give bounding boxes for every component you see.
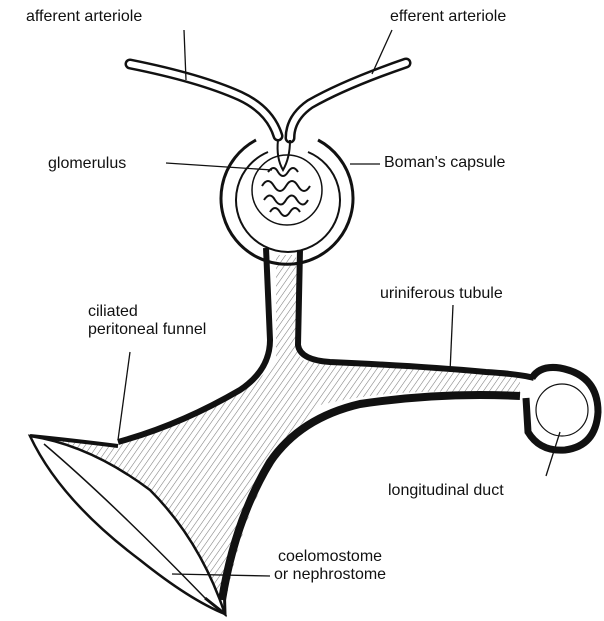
- afferent-arteriole-vessel: [130, 64, 278, 136]
- coelomostome-label-line-2: or nephrostome: [274, 566, 386, 584]
- glomerulus-label: glomerulus: [48, 155, 126, 173]
- funnel-label-line-2: peritoneal funnel: [88, 321, 206, 339]
- coelomostome-label: coelomostome or nephrostome: [274, 548, 386, 584]
- coelomostome-label-line-1: coelomostome: [274, 548, 386, 566]
- longitudinal-duct-bulb: [526, 367, 598, 450]
- efferent-arteriole-vessel: [290, 63, 406, 138]
- ciliated-peritoneal-funnel-label: ciliated peritoneal funnel: [88, 303, 206, 339]
- uriniferous-tubule-label: uriniferous tubule: [380, 285, 503, 303]
- afferent-arteriole-label: afferent arteriole: [26, 8, 142, 26]
- longitudinal-duct-label: longitudinal duct: [388, 482, 504, 500]
- funnel-label-line-1: ciliated: [88, 303, 206, 321]
- efferent-arteriole-label: efferent arteriole: [390, 8, 506, 26]
- bomans-capsule-label: Boman's capsule: [384, 154, 505, 172]
